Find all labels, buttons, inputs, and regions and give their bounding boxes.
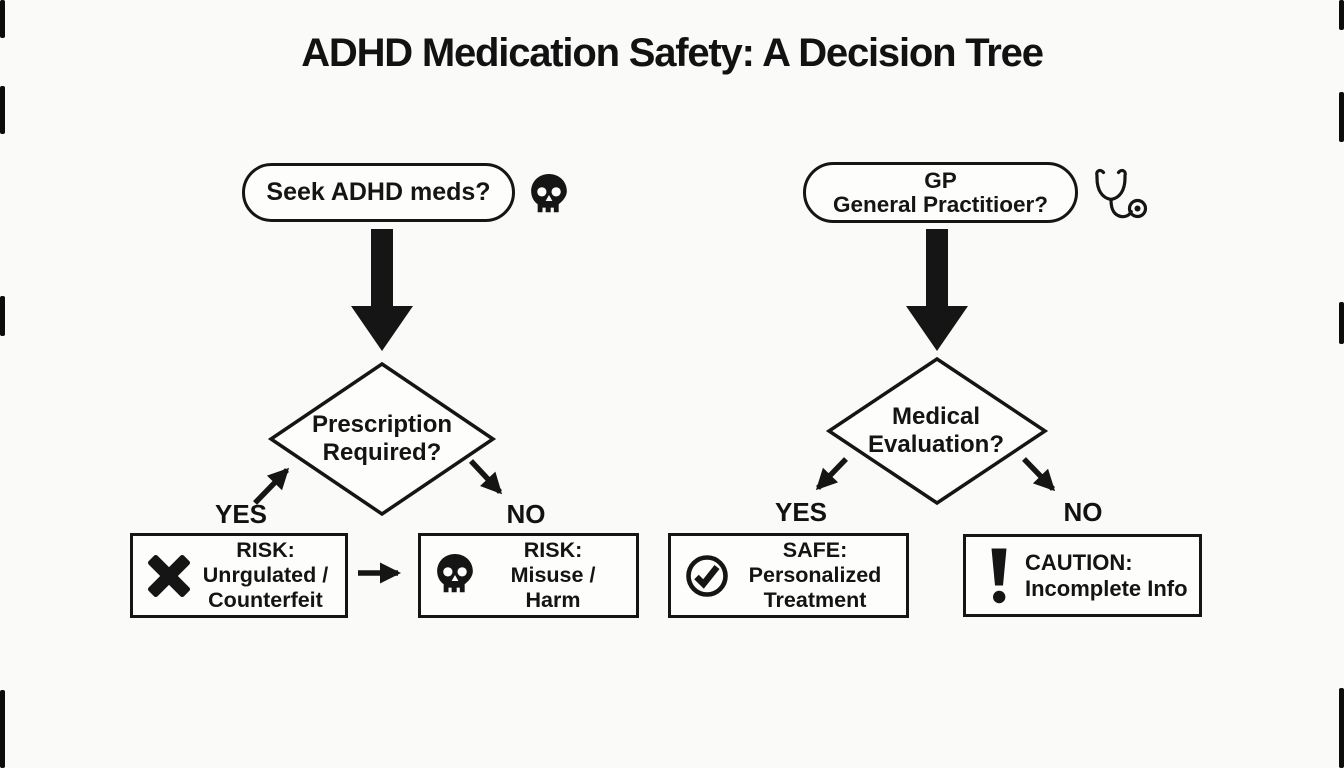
check-circle-icon (684, 553, 730, 599)
start-node-seek-meds: Seek ADHD meds? (242, 163, 515, 222)
start-node-seek-meds-label: Seek ADHD meds? (266, 178, 491, 206)
diagram-title: ADHD Medication Safety: A Decision Tree (301, 31, 1044, 75)
yes-label-left: YES (214, 499, 268, 529)
outcome-line: SAFE: (782, 538, 848, 563)
no-arrow-right (1022, 457, 1056, 492)
scan-edge-artifact (0, 690, 5, 768)
scan-edge-artifact (0, 296, 5, 336)
outcome-line: Unrgulated / (202, 563, 329, 588)
outcome-line: Harm (525, 587, 581, 612)
down-arrow-right (906, 229, 968, 351)
outcome-box-caution: CAUTION: Incomplete Info (963, 534, 1202, 617)
outcome-box-risk-counterfeit: RISK: Unrgulated / Counterfeit (130, 533, 348, 618)
no-arrow-left (468, 459, 503, 495)
yes-arrow-left (253, 467, 290, 505)
down-arrow-left (351, 229, 413, 351)
outcome-box-safe: SAFE: Personalized Treatment (668, 533, 909, 618)
outcome-line: CAUTION: (1025, 549, 1133, 575)
exclamation-icon (988, 547, 1010, 605)
outcome-box-risk-misuse: RISK: Misuse / Harm (418, 533, 639, 618)
skull-icon (434, 552, 476, 599)
scan-edge-artifact (0, 0, 5, 38)
yes-arrow-right (815, 457, 848, 491)
decision-right-label: Medical Evaluation? (826, 403, 1046, 460)
skull-icon (531, 173, 567, 213)
scan-edge-artifact (0, 86, 5, 134)
outcome-line: RISK: (236, 538, 295, 563)
decision-left-line2: Required? (322, 439, 442, 467)
decision-diamond-right (825, 356, 1049, 506)
outcome-line: Counterfeit (208, 587, 323, 612)
decision-right-line2: Evaluation? (867, 431, 1005, 459)
outcome-line: Misuse / (510, 563, 596, 588)
outcome-line: Personalized (748, 563, 882, 588)
scan-edge-artifact (1339, 0, 1344, 30)
outcome-caution-label: CAUTION: Incomplete Info (1025, 550, 1199, 602)
decision-diamond-left (267, 361, 497, 517)
decision-right-line1: Medical (891, 403, 981, 430)
scan-edge-artifact (1339, 92, 1344, 142)
outcome-risk-counterfeit-label: RISK: Unrgulated / Counterfeit (192, 538, 345, 612)
no-label-left: NO (506, 499, 546, 529)
decision-left-label: Prescription Required? (272, 411, 492, 468)
outcome-safe-label: SAFE: Personalized Treatment (730, 538, 906, 612)
scan-edge-artifact (1339, 688, 1344, 768)
start-node-gp: GP General Practitioer? (803, 162, 1078, 223)
start-node-gp-line1: GP (924, 168, 957, 194)
outcome-line: Treatment (763, 587, 867, 612)
stethoscope-icon (1095, 168, 1148, 219)
decision-left-line1: Prescription (311, 411, 453, 438)
no-label-right: NO (1063, 497, 1103, 527)
outcome-risk-misuse-label: RISK: Misuse / Harm (476, 538, 636, 612)
x-mark-icon (146, 553, 192, 599)
scan-edge-artifact (1339, 302, 1344, 344)
start-node-gp-line2: General Practitioer? (832, 191, 1049, 217)
outcome-line: Incomplete Info (1025, 575, 1188, 601)
outcome-line: RISK: (523, 538, 583, 563)
yes-label-right: YES (774, 497, 828, 527)
